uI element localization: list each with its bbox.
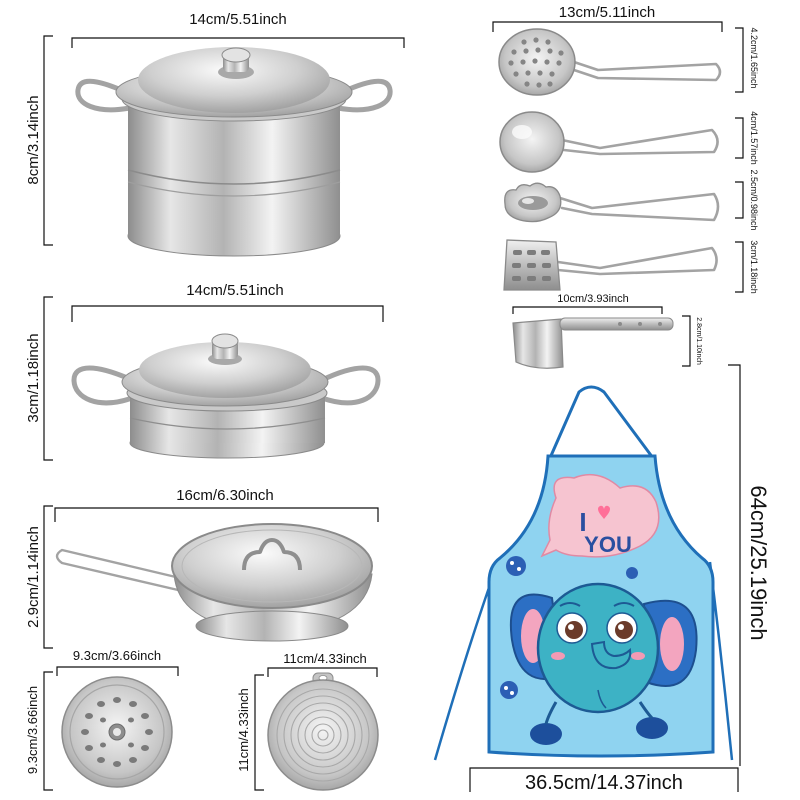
apron-print-heart-icon	[598, 505, 610, 519]
trivet-height-dimension-line	[254, 674, 264, 791]
skimmer-handle	[572, 60, 722, 82]
spatula-dimension-line	[735, 241, 744, 293]
utensils: 13cm/5.11inch 4.2cm/1.65inch 4cm/1.57inc…	[492, 4, 759, 294]
ladle-size-label: 4cm/1.57inch	[749, 111, 759, 165]
steamer-plate: 9.3cm/3.66inch 9.3cm/3.66inch	[25, 648, 179, 791]
apron: 64cm/25.19inch 36.5cm/14.37inch I YOU	[433, 364, 771, 794]
cleaver-height-dimension-line	[682, 315, 691, 367]
ladle	[499, 111, 719, 173]
tongs-dimension-line	[735, 181, 744, 219]
ladle-dimension-line	[735, 117, 744, 159]
cleaver: 10cm/3.93inch 2.8cm/1.10inch	[512, 293, 702, 369]
sauce-pot-height-label: 3cm/1.18inch	[25, 333, 42, 422]
spatula-size-label: 3cm/1.18inch	[749, 240, 759, 294]
apron-print-word-i: I	[579, 507, 586, 537]
skimmer-dimension-line	[735, 27, 744, 93]
trivet: 11cm/4.33inch 11cm/4.33inch	[236, 651, 379, 791]
cleaver-width-label: 10cm/3.93inch	[557, 293, 629, 305]
apron-elephant-print	[509, 582, 698, 745]
steamer-width-label: 9.3cm/3.66inch	[73, 648, 161, 663]
cleaver-height-label: 2.8cm/1.10inch	[695, 317, 702, 365]
apron-decorative-dots	[500, 556, 638, 699]
steamer-height-label: 9.3cm/3.66inch	[25, 686, 40, 774]
tongs	[504, 182, 720, 223]
apron-height-dimension-line	[728, 364, 741, 766]
utensils-width-label: 13cm/5.11inch	[559, 4, 655, 21]
stock-pot-height-dimension-line	[43, 35, 53, 246]
apron-width-dimension-line	[469, 767, 739, 792]
apron-speech-bubble	[540, 473, 660, 558]
frying-pan-wire-handle	[55, 548, 182, 592]
stock-pot: 14cm/5.51inch 8cm/3.14inch	[25, 11, 405, 257]
frying-pan-lid-handle	[242, 538, 302, 571]
spatula-slots	[512, 250, 551, 281]
frying-pan-width-label: 16cm/6.30inch	[176, 487, 274, 504]
elephant-left-foot	[530, 723, 562, 745]
sauce-pot-width-dimension-line	[71, 305, 384, 322]
tongs-handle	[558, 192, 720, 222]
tongs-size-label: 2.5cm/0.98inch	[749, 169, 759, 230]
spatula-handle	[556, 246, 718, 276]
apron-height-label: 64cm/25.19inch	[746, 485, 771, 640]
steamer-holes	[81, 697, 153, 767]
spatula	[503, 239, 718, 291]
skimmer	[498, 28, 722, 96]
frying-pan-lid	[171, 523, 373, 609]
ladle-handle	[560, 128, 719, 156]
frying-pan-width-dimension-line	[54, 507, 379, 522]
frying-pan: 16cm/6.30inch 2.9cm/1.14inch	[25, 487, 379, 649]
skimmer-size-label: 4.2cm/1.65inch	[749, 27, 759, 88]
sauce-pot-left-handle	[71, 365, 135, 406]
apron-neck-strap	[548, 385, 655, 459]
utensils-width-dimension-line	[492, 21, 723, 32]
sauce-pot: 14cm/5.51inch 3cm/1.18inch	[25, 282, 384, 461]
stock-pot-left-handle	[75, 78, 133, 113]
trivet-height-label: 11cm/4.33inch	[236, 688, 251, 772]
apron-print-word-you: YOU	[584, 532, 632, 557]
trivet-width-dimension-line	[267, 667, 378, 677]
cleaver-handle	[559, 317, 674, 331]
apron-width-label: 36.5cm/14.37inch	[525, 772, 683, 794]
trivet-width-label: 11cm/4.33inch	[283, 651, 367, 666]
steamer-width-dimension-line	[56, 666, 179, 676]
elephant-right-foot	[636, 717, 668, 739]
skimmer-holes	[508, 37, 564, 88]
sauce-pot-right-handle	[319, 365, 381, 406]
frying-pan-height-dimension-line	[43, 505, 53, 649]
sauce-pot-height-dimension-line	[43, 296, 53, 461]
sauce-pot-width-label: 14cm/5.51inch	[186, 282, 284, 299]
stock-pot-width-label: 14cm/5.51inch	[189, 11, 287, 28]
stock-pot-right-handle	[335, 78, 393, 113]
steamer-height-dimension-line	[43, 671, 53, 791]
elephant-trunk	[590, 640, 632, 670]
stock-pot-height-label: 8cm/3.14inch	[25, 95, 42, 184]
stock-pot-width-dimension-line	[71, 37, 405, 48]
frying-pan-height-label: 2.9cm/1.14inch	[25, 526, 42, 628]
cleaver-width-dimension-line	[512, 306, 663, 314]
